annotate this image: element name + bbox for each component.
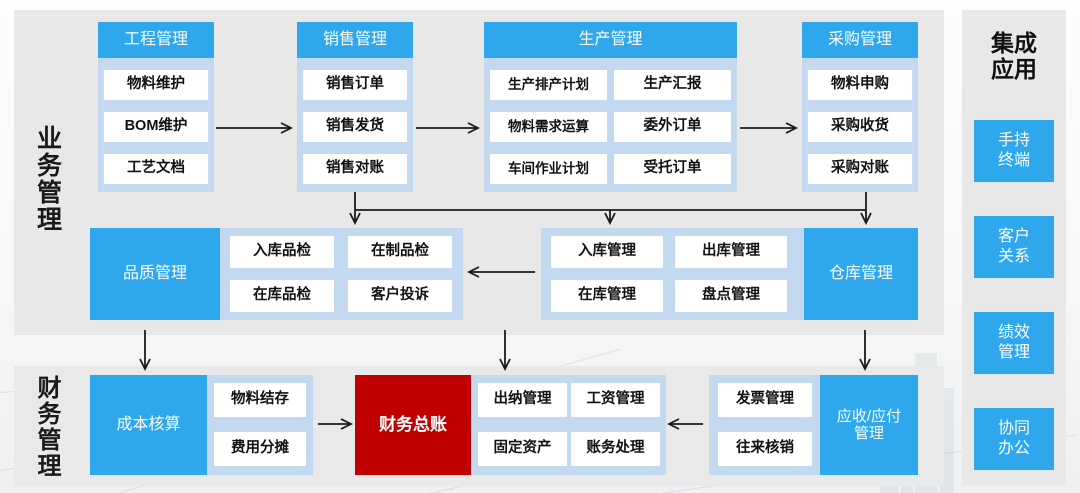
bus-top-to-bottom-row — [349, 192, 872, 226]
cell-engineering-1[interactable]: BOM维护 — [104, 112, 208, 142]
arrow-production-to-purchasing — [740, 122, 799, 134]
integration-app-crm[interactable]: 客户关系 — [974, 216, 1054, 278]
integration-app-oa[interactable]: 协同办公 — [974, 408, 1054, 470]
cell-purchasing-2[interactable]: 采购对账 — [808, 154, 912, 184]
business-panel-label: 业务管理 — [36, 125, 65, 234]
arrow-warehouse-to-ar-ap — [859, 330, 871, 372]
finance-panel-label: 财务管理 — [37, 375, 65, 480]
group-ar-ap-header[interactable]: 应收/应付管理 — [820, 375, 918, 475]
cell-purchasing-1[interactable]: 采购收货 — [808, 112, 912, 142]
group-cost-header[interactable]: 成本核算 — [90, 375, 207, 475]
cell-cost-1[interactable]: 费用分摊 — [214, 432, 306, 466]
integration-app-performance[interactable]: 绩效管理 — [974, 312, 1054, 374]
cell-engineering-0[interactable]: 物料维护 — [104, 70, 208, 100]
cell-ledger-2[interactable]: 固定资产 — [478, 432, 567, 466]
cell-production-3[interactable]: 委外订单 — [614, 112, 731, 142]
arrow-sales-to-production — [416, 122, 481, 134]
group-purchasing-header[interactable]: 采购管理 — [802, 22, 918, 58]
cell-production-5[interactable]: 受托订单 — [614, 154, 731, 184]
cell-engineering-2[interactable]: 工艺文档 — [104, 154, 208, 184]
group-quality-header[interactable]: 品质管理 — [90, 228, 220, 320]
cell-ledger-3[interactable]: 账务处理 — [571, 432, 660, 466]
cell-sales-0[interactable]: 销售订单 — [303, 70, 407, 100]
integration-app-handheld[interactable]: 手持终端 — [974, 120, 1054, 182]
arrow-warehouse-to-ledger — [499, 330, 511, 372]
cell-sales-1[interactable]: 销售发货 — [303, 112, 407, 142]
group-warehouse-header[interactable]: 仓库管理 — [804, 228, 918, 320]
cell-warehouse-1[interactable]: 出库管理 — [675, 236, 787, 268]
cell-sales-2[interactable]: 销售对账 — [303, 154, 407, 184]
cell-ar-ap-1[interactable]: 往来核销 — [718, 432, 812, 466]
cell-quality-1[interactable]: 在制品检 — [348, 236, 452, 268]
integration-title: 集成应用 — [991, 30, 1037, 82]
group-ledger-header[interactable]: 财务总账 — [355, 375, 471, 475]
cell-production-2[interactable]: 物料需求运算 — [490, 112, 607, 142]
group-sales-header[interactable]: 销售管理 — [297, 22, 413, 58]
cell-warehouse-3[interactable]: 盘点管理 — [675, 280, 787, 312]
cell-warehouse-0[interactable]: 入库管理 — [551, 236, 663, 268]
cell-production-0[interactable]: 生产排产计划 — [490, 70, 607, 100]
cell-ledger-0[interactable]: 出纳管理 — [478, 383, 567, 417]
cell-quality-0[interactable]: 入库品检 — [230, 236, 334, 268]
cell-purchasing-0[interactable]: 物料申购 — [808, 70, 912, 100]
group-production-header[interactable]: 生产管理 — [484, 22, 737, 58]
arrow-ar-ap-to-ledger — [666, 418, 703, 430]
arrow-cost-to-ledger — [318, 418, 354, 430]
cell-quality-3[interactable]: 客户投诉 — [348, 280, 452, 312]
cell-warehouse-2[interactable]: 在库管理 — [551, 280, 663, 312]
cell-production-4[interactable]: 车间作业计划 — [490, 154, 607, 184]
arrow-quality-to-cost — [139, 330, 151, 372]
cell-ar-ap-0[interactable]: 发票管理 — [718, 383, 812, 417]
arrow-warehouse-to-quality — [466, 266, 535, 278]
arrow-engineering-to-sales — [216, 122, 294, 134]
group-engineering-header[interactable]: 工程管理 — [98, 22, 214, 58]
cell-ledger-1[interactable]: 工资管理 — [571, 383, 660, 417]
cell-quality-2[interactable]: 在库品检 — [230, 280, 334, 312]
cell-production-1[interactable]: 生产汇报 — [614, 70, 731, 100]
cell-cost-0[interactable]: 物料结存 — [214, 383, 306, 417]
